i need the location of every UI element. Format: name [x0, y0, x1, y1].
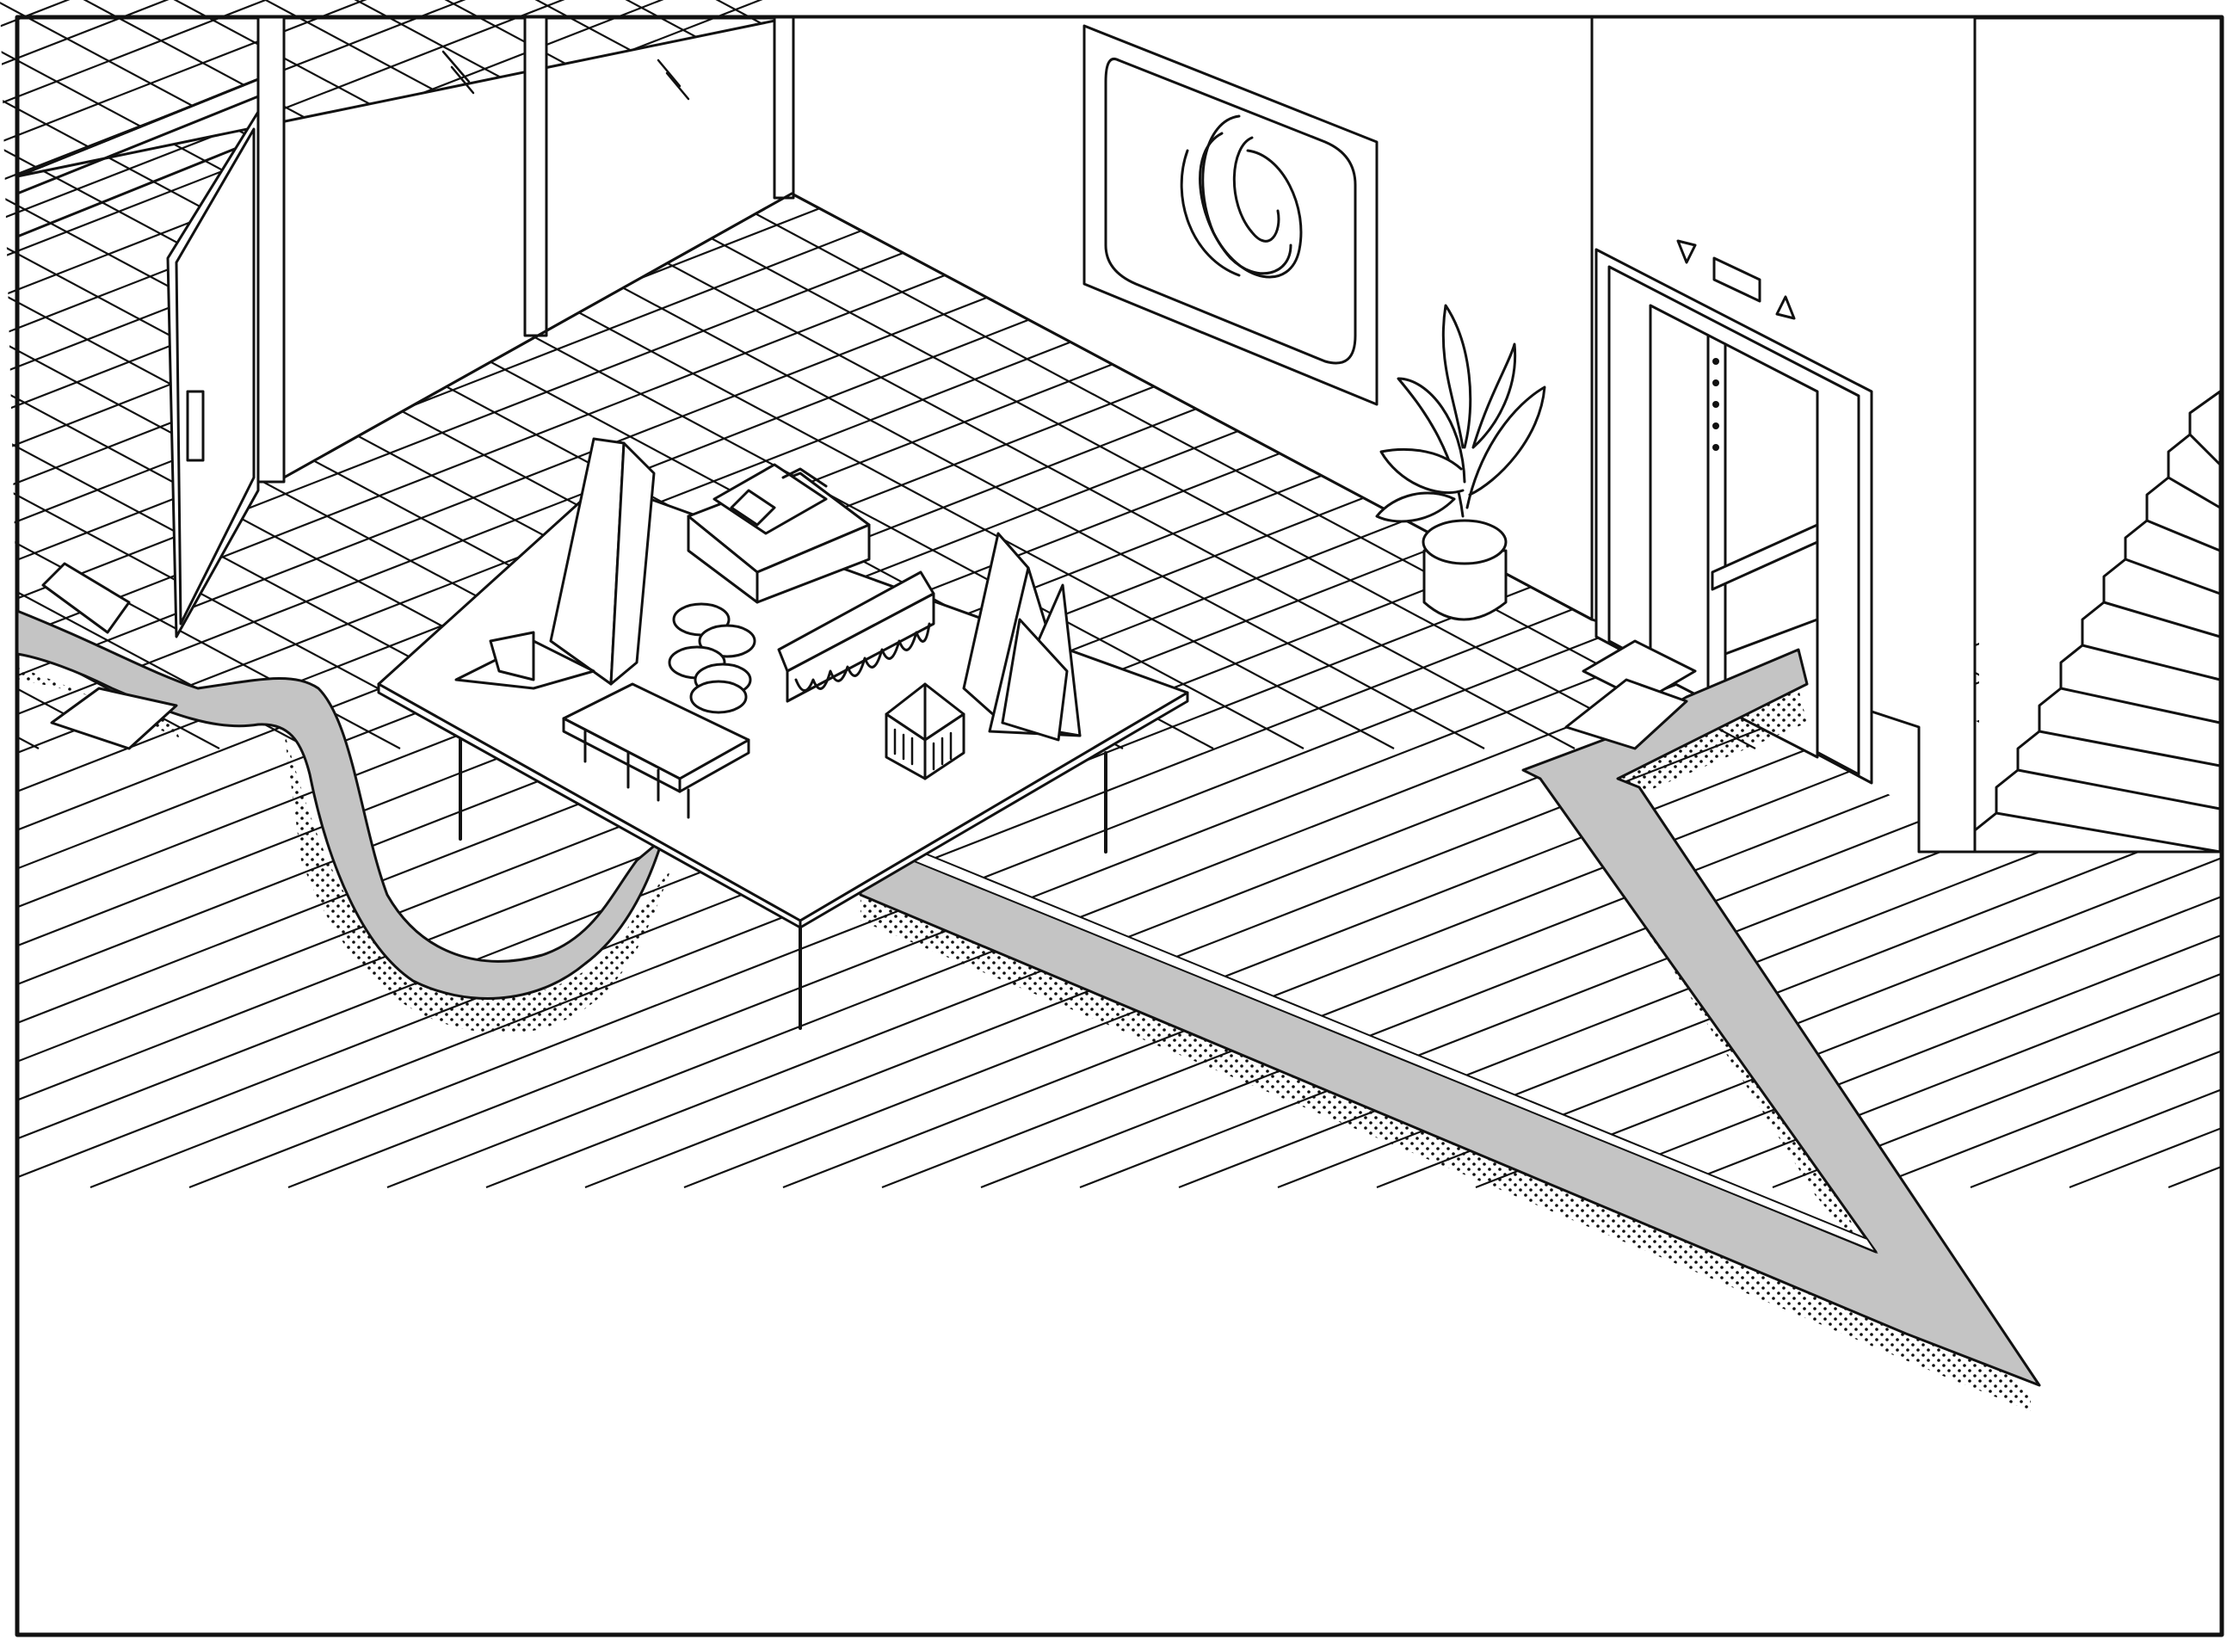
grid-line — [0, 0, 1305, 749]
grid-line — [0, 0, 2220, 1189]
grid-line — [1277, 0, 2220, 1189]
spiral-artwork-icon — [1082, 24, 1379, 406]
grid-line — [0, 0, 672, 749]
grid-line — [0, 0, 2220, 1189]
grid-line — [0, 0, 943, 749]
grid-line — [0, 0, 1214, 749]
staircase-icon — [1973, 390, 2222, 854]
elevator-down-button-icon[interactable] — [1676, 239, 1697, 264]
grid-line — [0, 0, 1756, 749]
architectural-models-icon — [454, 437, 1082, 819]
grid-line — [0, 0, 1576, 749]
grid-line — [0, 0, 1059, 1189]
grid-line — [0, 0, 861, 1189]
grid-line — [782, 0, 2220, 1189]
grid-line — [1475, 0, 2220, 1189]
grid-line — [881, 0, 2220, 1189]
elevator-icon[interactable] — [1594, 239, 1873, 785]
zigzag-arrow-path-icon — [859, 648, 2041, 1387]
glass-wall — [15, 15, 795, 484]
wavy-path-icon — [15, 609, 664, 1000]
path-shadows — [17, 667, 2031, 1411]
grid-line — [0, 0, 663, 1189]
grid-line — [0, 0, 1395, 749]
grid-line — [0, 0, 960, 1189]
disc-stack — [668, 602, 756, 714]
grid-line — [0, 0, 2220, 1189]
grid-line — [0, 0, 1033, 749]
open-door-icon[interactable] — [166, 110, 260, 638]
elevator-up-button-icon[interactable] — [1775, 295, 1796, 320]
grid-line — [0, 0, 1666, 749]
grid-line — [0, 0, 1485, 749]
potted-plant-icon — [1375, 304, 1546, 621]
grid-line — [0, 0, 762, 1189]
grid-line — [1574, 0, 2220, 1189]
grid-line — [683, 0, 2220, 1189]
grid-line — [0, 0, 1124, 749]
grid-line — [980, 0, 2220, 1189]
grid-line — [1376, 0, 2220, 1189]
grid-line — [1079, 0, 2220, 1189]
